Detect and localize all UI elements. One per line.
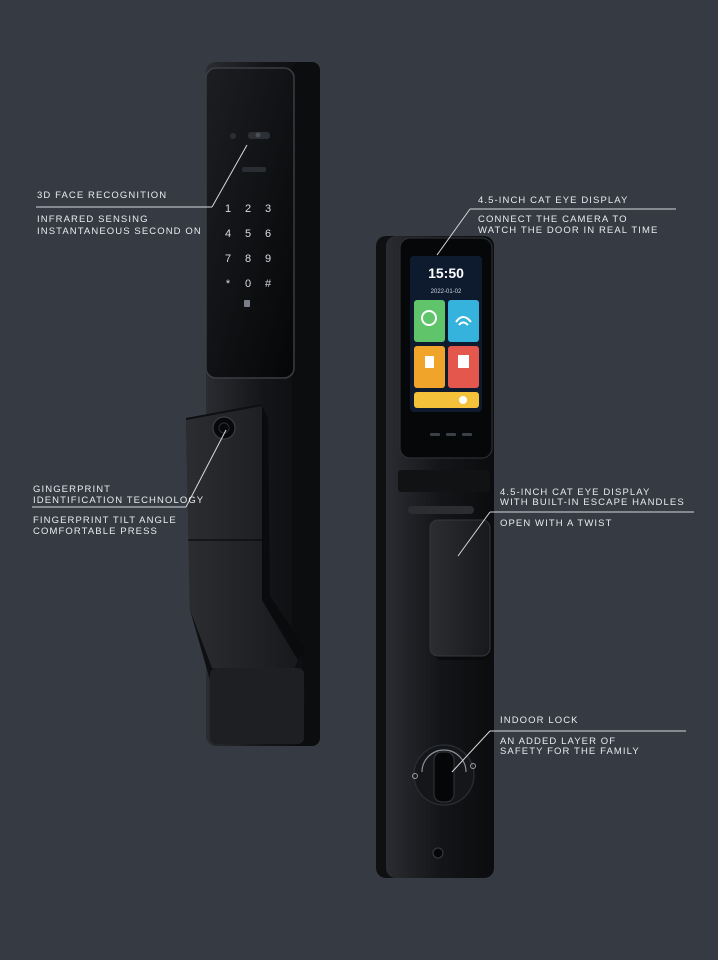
display-button-2[interactable]: [446, 433, 456, 436]
escape-slot: [398, 470, 490, 492]
keypad-key-9[interactable]: 9: [265, 253, 271, 265]
escape-bar[interactable]: [408, 506, 474, 514]
fingerprint-callout-line1: FINGERPRINT TILT ANGLE: [33, 515, 177, 526]
face-pointer: [211, 144, 248, 208]
keypad-key-6[interactable]: 6: [265, 228, 271, 240]
keypad-key-7[interactable]: 7: [225, 253, 231, 265]
keypad-key-4[interactable]: 4: [225, 228, 231, 240]
keypad-key-12[interactable]: #: [265, 278, 272, 290]
cat-eye-callout-line1: CONNECT THE CAMERA TO: [478, 214, 628, 225]
tile-weather[interactable]: [414, 392, 479, 408]
keypad-key-5[interactable]: 5: [245, 228, 251, 240]
escape-callout-line1: OPEN WITH A TWIST: [500, 518, 613, 529]
lock-icon: [244, 300, 250, 307]
fingerprint-callout-title2: IDENTIFICATION TECHNOLOGY: [33, 495, 205, 506]
wifi-icon: [455, 316, 472, 326]
keypad-key-8[interactable]: 8: [245, 253, 251, 265]
ir-sensor: [230, 133, 236, 139]
cat-eye-pointer: [436, 208, 471, 256]
fingerprint-callout-line2: COMFORTABLE PRESS: [33, 526, 158, 537]
keypad-key-1[interactable]: 1: [225, 203, 231, 215]
camera-lens-icon: [255, 132, 261, 138]
fingerprint-callout-title1: GINGERPRINT: [33, 484, 112, 495]
indoor-callout-line1: AN ADDED LAYER OF: [500, 736, 617, 747]
weather-icon: [459, 396, 467, 404]
tile-wifi[interactable]: [448, 300, 479, 342]
cat-eye-callout-line2: WATCH THE DOOR IN REAL TIME: [478, 225, 659, 236]
handle-side: [262, 406, 306, 660]
keypad: 1 2 3 4 5 6 7 8 9 * 0 #: [225, 203, 272, 290]
keypad-key-2[interactable]: 2: [245, 203, 251, 215]
indoor-pointer: [451, 730, 491, 773]
message-icon: [458, 355, 469, 368]
unlock-indicator-icon: [412, 773, 418, 779]
callout-lines: [32, 144, 694, 773]
gear-icon: [421, 310, 437, 326]
face-callout-line2: INSTANTANEOUS SECOND ON: [37, 226, 202, 237]
outdoor-plate-edge: [292, 62, 320, 746]
tile-settings[interactable]: [414, 300, 445, 342]
keypad-key-11[interactable]: 0: [245, 278, 251, 290]
handle-lower-plate: [210, 668, 304, 744]
outdoor-handle: [186, 404, 306, 744]
escape-pointer: [457, 511, 491, 557]
display-button-1[interactable]: [430, 433, 440, 436]
fingerprint-pointer: [185, 429, 227, 508]
keypad-glass: [205, 67, 295, 379]
display-button-3[interactable]: [462, 433, 472, 436]
face-callout-title: 3D FACE RECOGNITION: [37, 190, 168, 201]
indoor-callout-title: INDOOR LOCK: [500, 715, 579, 726]
status-indicator: [242, 167, 266, 172]
escape-handle[interactable]: [429, 519, 491, 657]
keyhole-icon: [432, 847, 444, 859]
keypad-key-10[interactable]: *: [226, 278, 231, 290]
record-icon: [425, 356, 434, 368]
indoor-callout-line2: SAFETY FOR THE FAMILY: [500, 746, 640, 757]
escape-callout-title1: 4.5-INCH CAT EYE DISPLAY: [500, 487, 651, 498]
keypad-key-3[interactable]: 3: [265, 203, 271, 215]
face-callout-line1: INFRARED SENSING: [37, 214, 149, 225]
indoor-thumb-turn[interactable]: [433, 751, 455, 803]
screen-date: 2022-01-02: [431, 289, 462, 295]
cat-eye-callout-title: 4.5-INCH CAT EYE DISPLAY: [478, 195, 629, 206]
indoor-lock: [376, 236, 494, 878]
escape-callout-title2: WITH BUILT-IN ESCAPE HANDLES: [500, 497, 685, 508]
turn-arc-icon: [421, 749, 467, 773]
fingerprint-sensor-icon[interactable]: [212, 416, 236, 440]
screen-time: 15:50: [428, 265, 464, 281]
lock-indicator-icon: [470, 763, 476, 769]
